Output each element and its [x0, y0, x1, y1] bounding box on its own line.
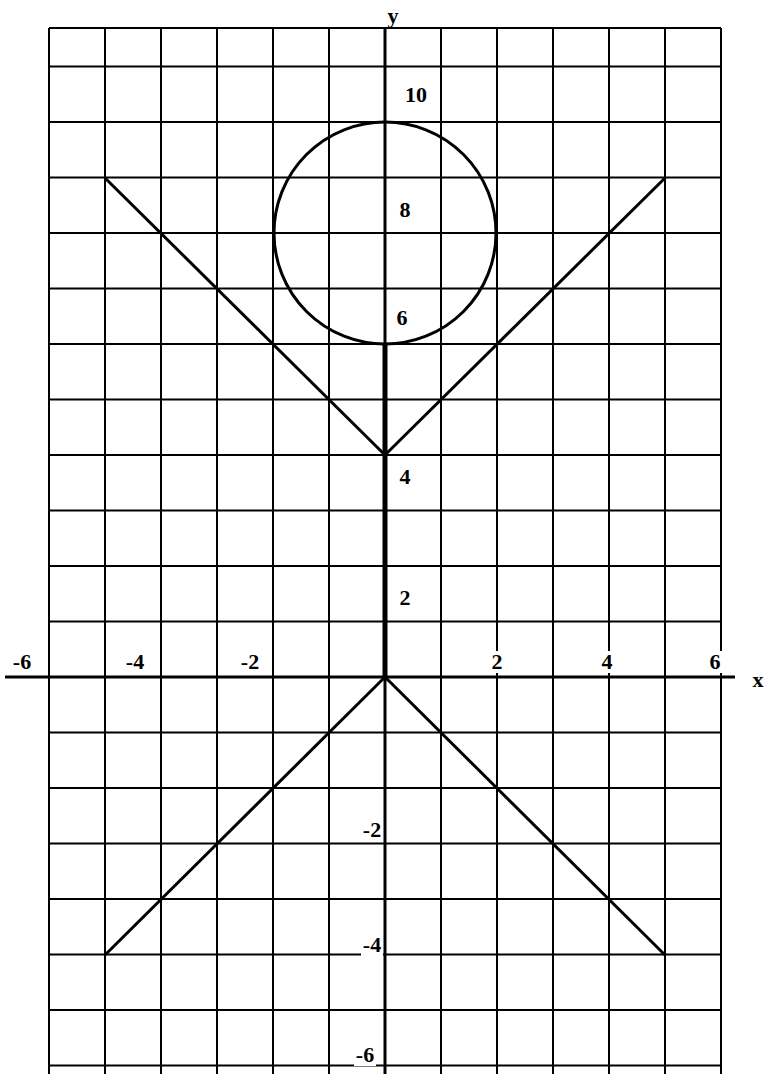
grid-line: [440, 28, 442, 1074]
tick-number: 6: [395, 307, 410, 329]
tick-number: 2: [398, 587, 413, 609]
tick-number: -4: [361, 934, 383, 956]
grid-line: [664, 28, 666, 1074]
tick-number: 6: [708, 651, 723, 673]
grid-line: [328, 28, 330, 1074]
grid-line: [104, 28, 106, 1074]
grid-line: [49, 232, 721, 234]
x-axis: [5, 676, 735, 679]
grid-line: [49, 177, 721, 179]
y-axis: [384, 28, 387, 1074]
grid-line: [49, 898, 721, 900]
grid-line: [608, 28, 610, 1074]
grid-line: [49, 954, 721, 956]
right-arm: [385, 178, 665, 455]
tick-number: -4: [124, 651, 146, 673]
grid-line: [49, 1065, 721, 1067]
tick-number: -6: [11, 651, 33, 673]
grid-line: [216, 28, 218, 1074]
grid-line: [49, 732, 721, 734]
tick-number: -6: [354, 1044, 376, 1066]
grid-line: [160, 28, 162, 1074]
body-line: [383, 344, 388, 677]
tick-number: 10: [403, 84, 429, 106]
grid-line: [49, 66, 721, 68]
left-leg: [105, 677, 385, 955]
grid-line: [48, 28, 50, 1074]
axis-label: x: [751, 669, 766, 691]
tick-number: 4: [398, 466, 413, 488]
grid-line: [49, 27, 721, 29]
left-arm: [105, 178, 385, 455]
tick-number: -2: [239, 651, 261, 673]
grid-line: [49, 843, 721, 845]
tick-number: 4: [600, 651, 615, 673]
tick-number: 2: [490, 651, 505, 673]
right-leg: [385, 677, 665, 955]
grid-line: [49, 288, 721, 290]
head-circle: [274, 122, 496, 344]
tick-number: 8: [398, 199, 413, 221]
tick-number: -2: [361, 819, 383, 841]
grid-line: [49, 787, 721, 789]
grid-line: [720, 28, 722, 1074]
grid-line: [49, 1009, 721, 1011]
axis-label: y: [386, 5, 401, 27]
grid-line: [272, 28, 274, 1074]
grid-line: [496, 28, 498, 1074]
grid-line: [552, 28, 554, 1074]
